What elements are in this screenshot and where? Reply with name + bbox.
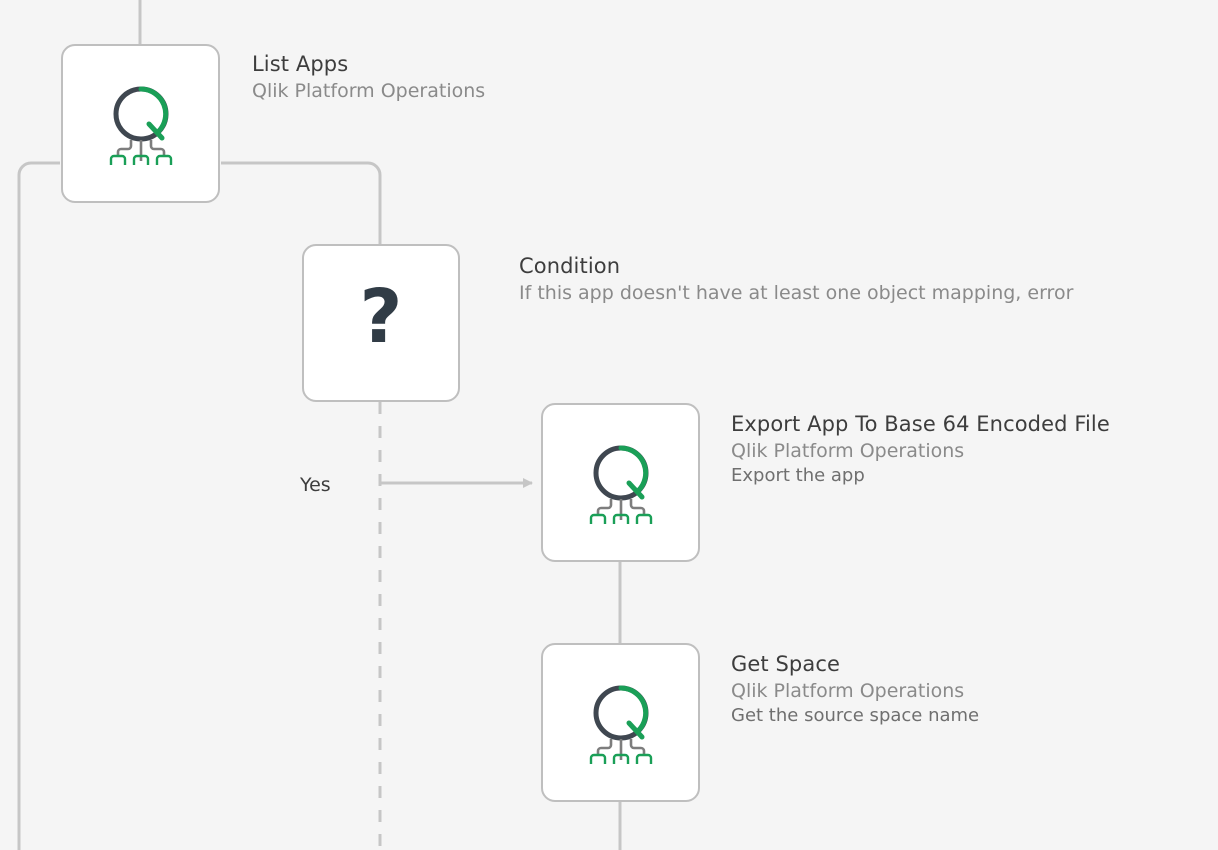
node-title: List Apps [252,52,349,76]
node-get-space[interactable] [541,643,700,802]
node-title: Condition [519,254,621,278]
svg-text:?: ? [360,284,403,360]
node-labels-condition: Condition If this app doesn't have at le… [519,253,1073,306]
node-subtitle: Qlik Platform Operations [731,679,965,702]
node-title: Get Space [731,652,840,676]
qlik-platform-operations-icon [589,684,652,764]
node-subtitle: Qlik Platform Operations [731,439,965,462]
node-subtitle: Qlik Platform Operations [252,79,486,102]
node-export-app-to-base-64-encoded-file[interactable] [541,403,700,562]
edge-list-apps-left-loop [17,161,60,850]
question-mark-icon: ? [360,284,403,360]
edge-label-yes: Yes [300,474,331,496]
qlik-platform-operations-icon [109,85,172,165]
node-list-apps[interactable] [61,44,220,203]
node-labels-get-space: Get Space Qlik Platform Operations Get t… [731,651,979,729]
edge-list-apps-to-condition [221,161,382,244]
node-subtitle: If this app doesn't have at least one ob… [519,281,1074,304]
node-labels-list-apps: List Apps Qlik Platform Operations [252,51,485,104]
node-labels-export-app: Export App To Base 64 Encoded File Qlik … [731,411,1110,489]
node-description: Get the source space name [731,705,980,727]
qlik-platform-operations-icon [589,444,652,524]
node-title: Export App To Base 64 Encoded File [731,412,1110,436]
node-description: Export the app [731,465,865,487]
node-condition[interactable]: ? [302,244,460,402]
